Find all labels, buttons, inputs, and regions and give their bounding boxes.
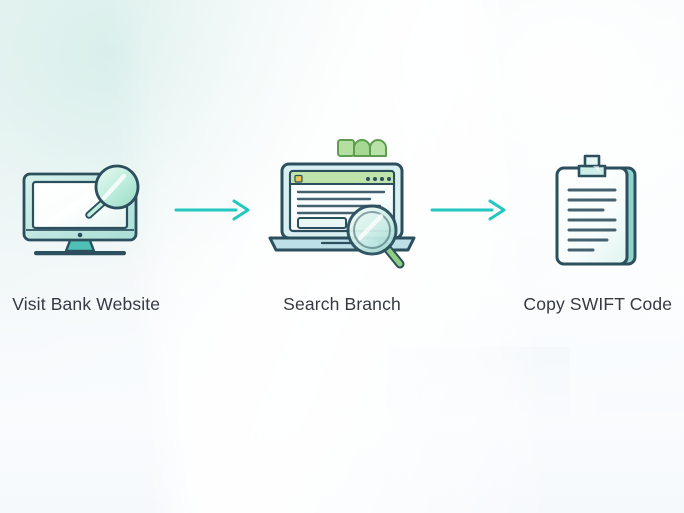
step-search-branch[interactable]: Search Branch: [256, 139, 428, 315]
step-2-artwork: [262, 139, 422, 270]
step-copy-swift-code[interactable]: Copy SWIFT Code: [512, 150, 684, 315]
connector-arrow-1: [172, 150, 255, 270]
arrow-right-icon: [174, 199, 250, 221]
step-visit-bank-website[interactable]: Visit Bank Website: [0, 150, 172, 315]
monitor-with-magnifier-icon: [22, 164, 140, 256]
step-3-artwork: [543, 150, 653, 270]
step-label-visit-bank-website: Visit Bank Website: [12, 294, 161, 314]
step-label-search-branch: Search Branch: [283, 294, 401, 314]
step-1-artwork: [16, 150, 156, 270]
flow-steps-row: Visit Bank Website: [0, 139, 684, 315]
connector-arrow-2: [428, 150, 511, 270]
laptop-browser-search-icon: [268, 139, 416, 269]
arrow-right-icon: [430, 199, 506, 221]
green-segment-badge: [337, 139, 387, 157]
clipboard-document-icon: [555, 154, 637, 266]
step-label-copy-swift-code: Copy SWIFT Code: [523, 294, 673, 314]
